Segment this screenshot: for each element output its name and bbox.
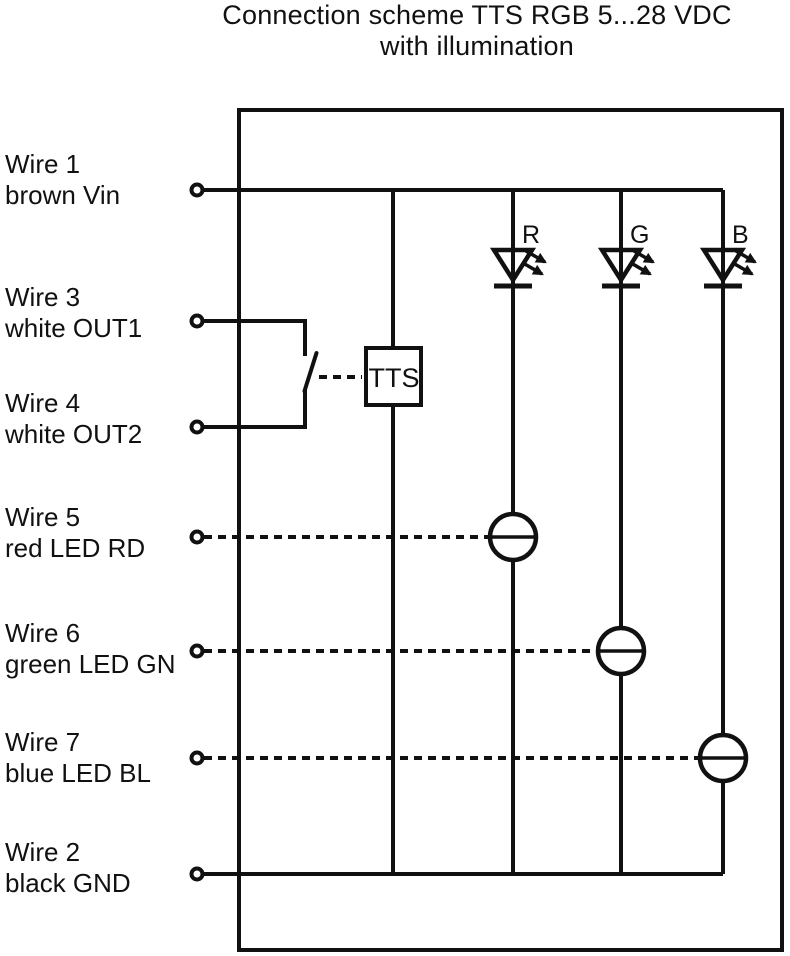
led-driver-red bbox=[487, 511, 539, 563]
led-driver-blue bbox=[697, 732, 749, 784]
wire-desc: white OUT1 bbox=[5, 313, 143, 343]
tts-controller: TTS bbox=[364, 346, 423, 407]
wire-number: Wire 5 bbox=[5, 502, 81, 532]
wire-label-red-led: Wire 5 red LED RD bbox=[5, 502, 235, 564]
wire-label-gnd: Wire 2 black GND bbox=[5, 837, 235, 899]
wire-desc: blue LED BL bbox=[5, 758, 151, 788]
out1-wire-line bbox=[204, 319, 307, 356]
wire-desc: white OUT2 bbox=[5, 419, 143, 449]
wire-desc: green LED GN bbox=[5, 649, 176, 679]
led-blue-label: B bbox=[732, 221, 749, 249]
diagram-title-line2: with illumination bbox=[380, 31, 574, 61]
wire-number: Wire 7 bbox=[5, 727, 81, 757]
led-red-arrow-2 bbox=[522, 261, 544, 276]
power-switch bbox=[204, 319, 362, 429]
led-red-symbol: R bbox=[489, 221, 547, 289]
led-blue-arrow-1 bbox=[735, 249, 757, 264]
tts-label: TTS bbox=[369, 363, 420, 393]
wire-label-green-led: Wire 6 green LED GN bbox=[5, 618, 235, 680]
terminal-wire5-red bbox=[189, 529, 205, 545]
wire-number: Wire 3 bbox=[5, 282, 81, 312]
wire-label-out2: Wire 4 white OUT2 bbox=[5, 388, 235, 450]
diagram-title: Connection scheme TTS RGB 5...28 VDC wit… bbox=[165, 0, 789, 62]
terminal-wire3-out1 bbox=[189, 313, 205, 329]
led-green-arrow-2 bbox=[630, 261, 652, 276]
terminal-wire7-blue bbox=[189, 750, 205, 766]
led-red-triangle bbox=[489, 247, 537, 285]
wire-desc: red LED RD bbox=[5, 533, 146, 563]
led-green-arrow-1 bbox=[633, 249, 655, 264]
led-green-label: G bbox=[630, 221, 649, 249]
wire-label-vin: Wire 1 brown Vin bbox=[5, 149, 235, 211]
switch-blade bbox=[302, 351, 319, 393]
terminal-wire2-gnd bbox=[189, 866, 205, 882]
device-enclosure-box bbox=[237, 108, 784, 952]
wire-desc: brown Vin bbox=[5, 180, 121, 210]
led-blue-triangle bbox=[699, 247, 747, 285]
led-red-label: R bbox=[522, 221, 540, 249]
led-driver-green bbox=[595, 625, 647, 677]
diagram-title-line1: Connection scheme TTS RGB 5...28 VDC bbox=[222, 0, 732, 30]
terminal-wire6-green bbox=[189, 643, 205, 659]
led-blue-arrow-2 bbox=[732, 261, 754, 276]
terminal-wire1-vin bbox=[189, 182, 205, 198]
led-red-arrow-1 bbox=[525, 249, 547, 264]
wire-desc: black GND bbox=[5, 868, 131, 898]
wire-number: Wire 4 bbox=[5, 388, 81, 418]
wire-number: Wire 6 bbox=[5, 618, 81, 648]
led-blue-symbol: B bbox=[699, 221, 757, 289]
wire-label-blue-led: Wire 7 blue LED BL bbox=[5, 727, 235, 789]
led-green-triangle bbox=[597, 247, 645, 285]
wire-label-out1: Wire 3 white OUT1 bbox=[5, 282, 235, 344]
wire-number: Wire 1 bbox=[5, 149, 81, 179]
led-green-symbol: G bbox=[597, 221, 655, 289]
tts-box bbox=[364, 346, 423, 407]
terminal-wire4-out2 bbox=[189, 419, 205, 435]
wire-number: Wire 2 bbox=[5, 837, 81, 867]
out2-wire-line bbox=[204, 390, 307, 429]
